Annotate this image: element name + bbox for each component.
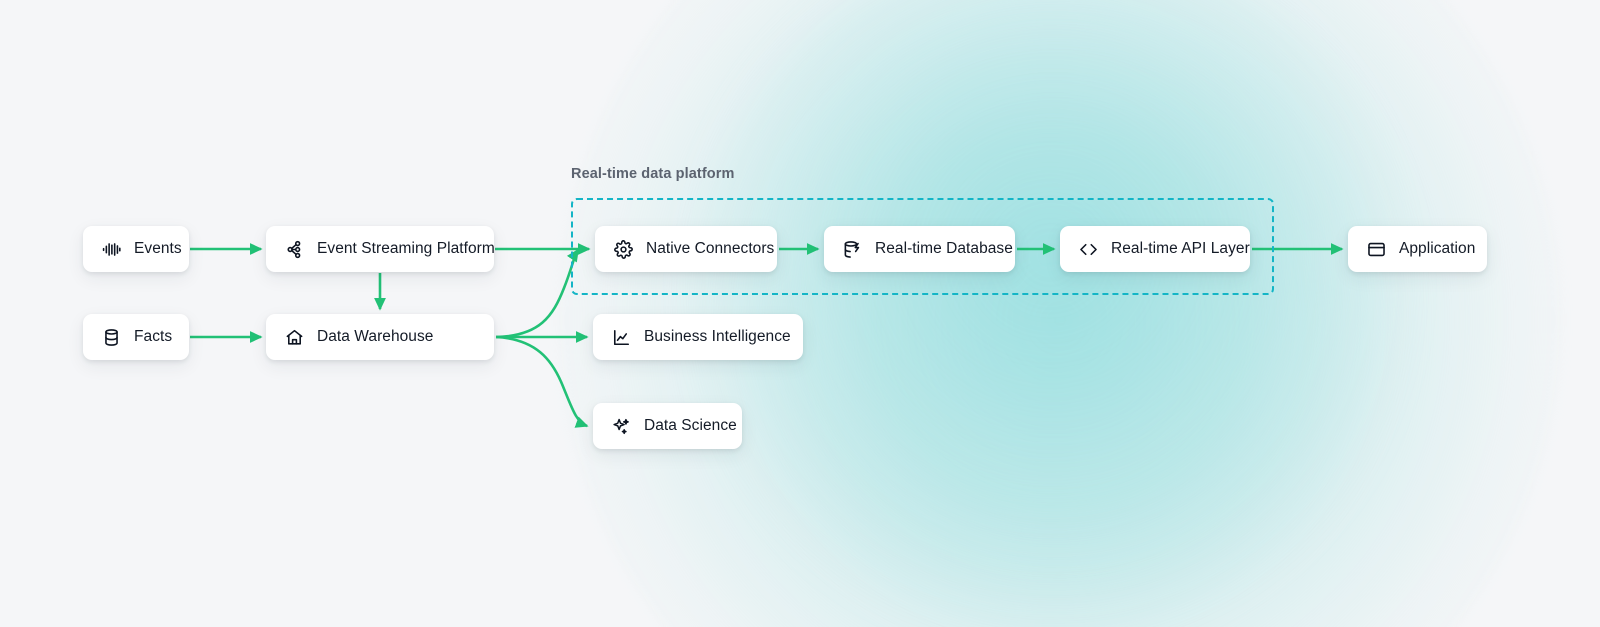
- edge-data-warehouse-to-native-connectors: [495, 248, 580, 339]
- node-application-label: Application: [1399, 240, 1476, 258]
- node-native-connectors-label: Native Connectors: [646, 240, 775, 258]
- realtime-platform-group-label: Real-time data platform: [571, 166, 735, 182]
- waveform-icon: [102, 240, 121, 259]
- node-data-science-label: Data Science: [644, 417, 737, 435]
- node-facts-label: Facts: [134, 328, 173, 346]
- node-event-streaming-platform[interactable]: Event Streaming Platform: [266, 226, 495, 272]
- node-realtime-api-layer-label: Real-time API Layer: [1111, 240, 1250, 258]
- node-business-intelligence-label: Business Intelligence: [644, 328, 791, 346]
- node-event-streaming-platform-label: Event Streaming Platform: [317, 240, 495, 258]
- node-data-science[interactable]: Data Science: [593, 403, 742, 449]
- gear-icon: [614, 239, 633, 259]
- node-data-warehouse[interactable]: Data Warehouse: [266, 314, 494, 360]
- app-window-icon: [1367, 240, 1386, 259]
- node-data-warehouse-label: Data Warehouse: [317, 328, 434, 346]
- edge-data-warehouse-to-data-science: [495, 335, 589, 428]
- home-icon: [285, 328, 304, 347]
- node-native-connectors[interactable]: Native Connectors: [595, 226, 777, 272]
- node-facts[interactable]: Facts: [83, 314, 189, 360]
- background-glow-inner: [700, 0, 1400, 627]
- database-icon: [102, 328, 121, 347]
- node-realtime-api-layer[interactable]: Real-time API Layer: [1060, 226, 1250, 272]
- node-realtime-database[interactable]: Real-time Database: [824, 226, 1015, 272]
- code-icon: [1079, 240, 1098, 259]
- node-application[interactable]: Application: [1348, 226, 1487, 272]
- line-chart-icon: [612, 328, 631, 347]
- node-events[interactable]: Events: [83, 226, 189, 272]
- sparkles-icon: [612, 417, 631, 436]
- database-zap-icon: [843, 240, 862, 259]
- realtime-platform-group: [571, 198, 1274, 295]
- node-business-intelligence[interactable]: Business Intelligence: [593, 314, 803, 360]
- node-events-label: Events: [134, 240, 182, 258]
- network-nodes-icon: [285, 240, 304, 259]
- node-realtime-database-label: Real-time Database: [875, 240, 1013, 258]
